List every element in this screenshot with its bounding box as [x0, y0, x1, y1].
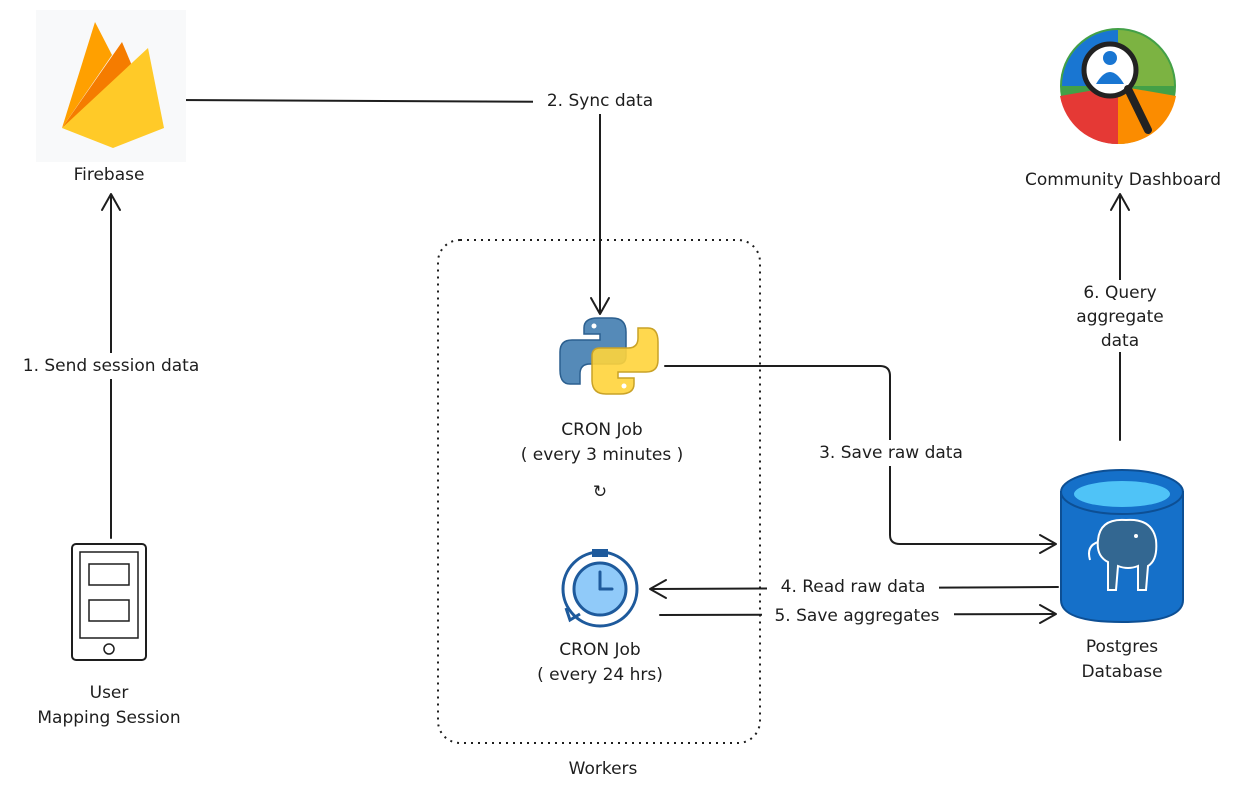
cron-24hr-label-line2: ( every 24 hrs) [537, 665, 663, 685]
clock-timer-icon [561, 549, 639, 628]
cron-24hr-label-line1: CRON Job [559, 640, 640, 660]
user-label-line1: User [90, 683, 129, 703]
user-label-line2: Mapping Session [37, 708, 180, 728]
cron-3min-label-line2: ( every 3 minutes ) [521, 445, 684, 465]
database-cylinder-icon [1060, 469, 1184, 624]
dashboard-node: Community Dashboard [1025, 28, 1221, 190]
edge-sync-data: 2. Sync data [175, 88, 667, 315]
edge-save-raw-data: 3. Save raw data [664, 365, 1057, 554]
edge-label-step6-line1: 6. Query [1083, 283, 1156, 303]
edge-save-aggregates: 5. Save aggregates [659, 603, 1057, 629]
workers-label: Workers [569, 759, 638, 779]
python-icon [559, 317, 659, 395]
edge-label-step6-line2: aggregate [1076, 307, 1163, 327]
edge-label-step5: 5. Save aggregates [774, 606, 939, 626]
edge-label-step4: 4. Read raw data [781, 577, 926, 597]
dashboard-logo-icon [1060, 28, 1176, 145]
cron-3min-label-line1: CRON Job [561, 420, 642, 440]
edge-query-aggregate-data: 6. Query aggregate data [1068, 193, 1172, 441]
postgres-elephant-icon [1088, 518, 1158, 591]
refresh-icon: ↻ [593, 482, 607, 502]
dashboard-label: Community Dashboard [1025, 170, 1221, 190]
firebase-icon [62, 22, 164, 148]
mobile-phone-icon [71, 543, 147, 661]
edge-label-step1: 1. Send session data [23, 356, 199, 376]
edge-read-raw-data: 4. Read raw data [649, 574, 1059, 600]
firebase-node: Firebase [36, 10, 186, 185]
postgres-node: Postgres Database [1060, 469, 1184, 682]
firebase-label: Firebase [74, 165, 145, 185]
edge-label-step6-line3: data [1101, 331, 1139, 351]
edge-send-session-data: 1. Send session data [5, 193, 215, 539]
user-node: User Mapping Session [37, 543, 181, 728]
postgres-label-line2: Database [1081, 662, 1162, 682]
cron-job-24hr-node: CRON Job ( every 24 hrs) [537, 549, 663, 685]
edge-label-step2: 2. Sync data [547, 91, 653, 111]
postgres-label-line1: Postgres [1086, 637, 1158, 657]
cron-job-3min-node: CRON Job ( every 3 minutes ) ↻ [521, 317, 684, 502]
edge-label-step3: 3. Save raw data [819, 443, 963, 463]
